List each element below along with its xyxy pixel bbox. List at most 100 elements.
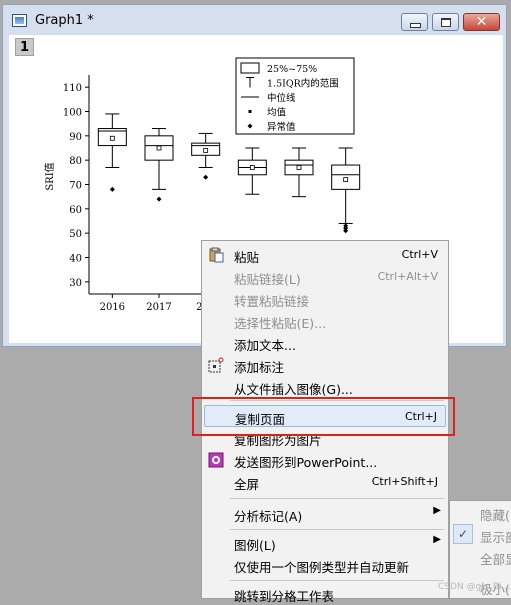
maximize-button[interactable]: [432, 13, 459, 31]
box-2018: [191, 132, 221, 180]
outlier-marker: [156, 196, 162, 202]
y-tick-label: 80: [69, 156, 82, 167]
menu-label: 添加文本...: [234, 338, 296, 353]
mean-marker: [343, 177, 349, 183]
menu-item-add-annotation[interactable]: 添加标注: [204, 354, 446, 376]
mean-marker: [109, 135, 115, 141]
submenu-arrow-icon: ▶: [433, 505, 441, 516]
menu-separator: [230, 498, 444, 499]
menu-item-duplicate-page[interactable]: 复制页面 Ctrl+J: [204, 405, 446, 427]
mean-marker: [296, 165, 302, 170]
powerpoint-icon: [208, 452, 224, 468]
y-tick-label: 70: [69, 181, 82, 192]
minimize-icon: [410, 23, 421, 28]
box-2019: [237, 147, 267, 195]
graph-window-icon[interactable]: [12, 14, 27, 27]
menu-item-paste-link[interactable]: 粘贴链接(L) Ctrl+Alt+V: [204, 266, 446, 288]
box-2016: [97, 113, 127, 192]
menu-shortcut: Ctrl+V: [401, 248, 438, 261]
close-icon: ✕: [475, 14, 488, 30]
menu-item-add-text[interactable]: 添加文本...: [204, 332, 446, 354]
paste-icon: [209, 247, 224, 263]
menu-separator: [230, 529, 444, 530]
mean-marker: [156, 145, 162, 151]
menu-label: 选择性粘贴(E)...: [234, 316, 327, 331]
menu-label: 仅使用一个图例类型并自动更新: [234, 560, 410, 575]
mean-marker: [203, 148, 209, 153]
menu-item-paste[interactable]: 粘贴 Ctrl+V: [204, 244, 446, 266]
legend-entry: 均值: [267, 107, 287, 119]
menu-label: 从文件插入图像(G)...: [234, 382, 353, 397]
menu-label: 复制页面: [235, 412, 286, 427]
menu-label: 跳转到分格工作表: [234, 589, 335, 604]
outlier-marker: [203, 174, 209, 180]
menu-label: 图例(L): [234, 538, 276, 553]
submenu-arrow-icon: ▶: [433, 534, 441, 545]
menu-label: 复制图形为图片: [234, 433, 322, 448]
menu-item-legend[interactable]: 图例(L) ▶: [204, 532, 446, 554]
box-2020: [284, 147, 314, 198]
menu-label: 添加标注: [234, 360, 285, 375]
y-tick-label: 110: [63, 83, 82, 94]
menu-label: 发送图形到PowerPoint...: [234, 455, 378, 470]
box-2021: [331, 147, 361, 248]
menu-item-copy-graph-as-picture[interactable]: 复制图形为图片: [204, 427, 446, 449]
highlight-box: [192, 397, 455, 436]
box-2017: [144, 128, 174, 202]
y-tick-label: 90: [69, 132, 82, 143]
y-tick-label: 30: [69, 278, 82, 289]
legend-entry: 中位线: [267, 92, 296, 104]
x-tick-label: 2017: [146, 302, 171, 313]
menu-separator: [230, 400, 444, 401]
menu-item-full-screen[interactable]: 全屏 Ctrl+Shift+J: [204, 471, 446, 493]
context-menu: 粘贴 Ctrl+V 粘贴链接(L) Ctrl+Alt+V 转置粘贴链接 选择性粘…: [201, 240, 449, 604]
check-icon: ✓: [453, 524, 473, 544]
menu-shortcut: Ctrl+Shift+J: [371, 475, 438, 488]
mean-marker: [249, 165, 255, 170]
submenu-item-show[interactable]: 显示部: [480, 530, 511, 545]
submenu-item-hide[interactable]: 隐藏(: [480, 508, 510, 523]
box-iqr: [331, 164, 361, 190]
menu-item-single-legend-type[interactable]: 仅使用一个图例类型并自动更新: [204, 554, 446, 576]
page-number-badge[interactable]: 1: [15, 38, 34, 56]
menu-item-transpose-paste-link[interactable]: 转置粘贴链接: [204, 288, 446, 310]
menu-item-go-to-worksheet[interactable]: 跳转到分格工作表: [204, 583, 446, 605]
y-tick-label: 100: [63, 108, 82, 119]
legend-entry: 25%~75%: [267, 64, 317, 75]
watermark: CSDN @gis_Bi...: [438, 582, 511, 592]
submenu-item-minimum[interactable]: 极小(: [480, 582, 510, 597]
menu-label: 粘贴链接(L): [234, 272, 301, 287]
window-titlebar[interactable]: Graph1 * ✕: [3, 5, 506, 35]
menu-item-send-to-powerpoint[interactable]: 发送图形到PowerPoint...: [204, 449, 446, 471]
menu-shortcut: Ctrl+Alt+V: [377, 270, 438, 283]
menu-item-analysis-markers[interactable]: 分析标记(A) ▶: [204, 503, 446, 525]
y-tick-label: 50: [69, 229, 82, 240]
close-button[interactable]: ✕: [463, 13, 500, 31]
menu-label: 粘贴: [234, 250, 260, 265]
menu-item-insert-image[interactable]: 从文件插入图像(G)...: [204, 376, 446, 398]
minimize-button[interactable]: [401, 13, 428, 31]
y-tick-label: 60: [69, 205, 82, 216]
y-axis-label: SRI值: [43, 162, 56, 190]
analysis-markers-submenu: 隐藏( ✓ 显示部 全部显 极小(: [449, 500, 511, 599]
annotation-icon: [208, 357, 224, 373]
window-title: Graph1 *: [35, 13, 94, 28]
legend-entry: 1.5IQR内的范围: [267, 78, 339, 90]
maximize-icon: [441, 18, 451, 27]
x-tick-label: 2016: [100, 302, 125, 313]
outlier-marker: [109, 186, 115, 192]
outlier-marker: [343, 228, 349, 234]
menu-label: 分析标记(A): [234, 509, 303, 524]
menu-label: 全屏: [234, 477, 260, 492]
menu-shortcut: Ctrl+J: [404, 410, 437, 423]
menu-item-paste-special[interactable]: 选择性粘贴(E)...: [204, 310, 446, 332]
legend-symbol-outlier: [247, 123, 253, 129]
legend-symbol-mean: [248, 110, 252, 113]
y-tick-label: 40: [69, 254, 82, 265]
submenu-item-show-all[interactable]: 全部显: [480, 552, 511, 567]
legend-symbol-box: [240, 62, 260, 74]
menu-label: 转置粘贴链接: [234, 294, 310, 309]
legend-entry: 异常值: [267, 121, 296, 133]
menu-separator: [230, 580, 444, 581]
